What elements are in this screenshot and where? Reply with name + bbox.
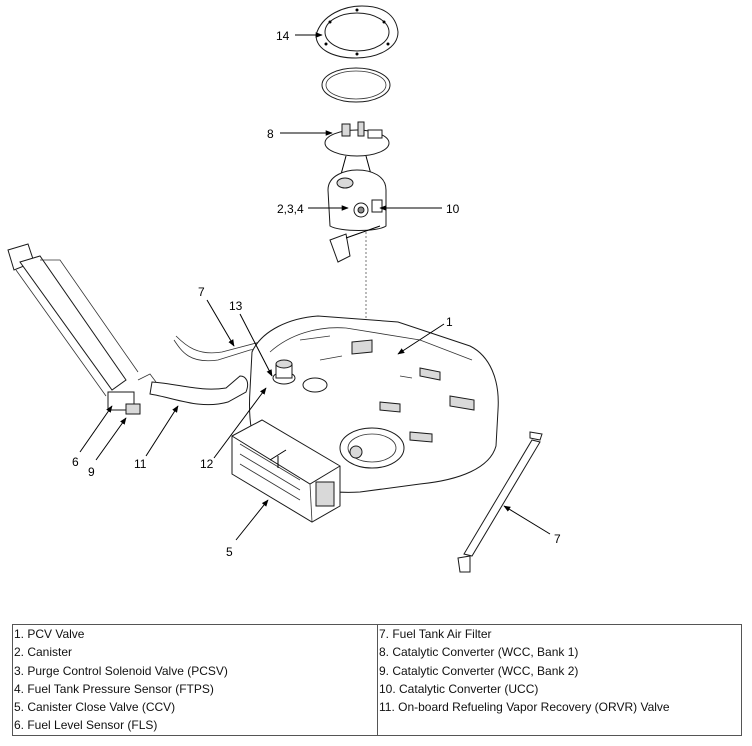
legend-item: 9. Catalytic Converter (WCC, Bank 2): [379, 663, 579, 678]
air-filter-rod: [457, 431, 543, 573]
canister: [231, 419, 341, 523]
callout-9: 9: [88, 465, 95, 479]
legend-item: 3. Purge Control Solenoid Valve (PCSV): [14, 663, 228, 678]
callout-10: 10: [446, 202, 460, 216]
legend-item: 1. PCV Valve: [14, 627, 85, 641]
callout-7a: 7: [198, 285, 205, 299]
gasket: [321, 67, 391, 103]
legend-item: 2. Canister: [14, 645, 73, 660]
callout-8: 8: [267, 127, 274, 141]
orvr-valve: [107, 373, 157, 415]
callout-14: 14: [276, 29, 290, 43]
legend-column-right: 7. Fuel Tank Air Filter 8. Catalytic Con…: [378, 625, 741, 735]
legend-item: 11. On-board Refueling Vapor Recovery (O…: [379, 700, 670, 715]
pcv-valve: [272, 359, 296, 385]
vapor-hose: [149, 335, 291, 406]
fuel-pump-module: [324, 121, 390, 263]
parts-legend-table: 1. PCV Valve 2. Canister 3. Purge Contro…: [12, 624, 742, 736]
callout-12: 12: [200, 457, 214, 471]
legend-item: 7. Fuel Tank Air Filter: [379, 627, 492, 641]
leader-lines: [79, 32, 551, 541]
callout-5: 5: [226, 545, 233, 559]
callout-7b: 7: [554, 532, 561, 546]
legend-item: 5. Canister Close Valve (CCV): [14, 700, 176, 715]
tank-ring: [315, 5, 399, 59]
legend-item: 8. Catalytic Converter (WCC, Bank 1): [379, 645, 579, 660]
legend-item: 6. Fuel Level Sensor (FLS): [14, 718, 158, 733]
callout-6: 6: [72, 455, 79, 469]
legend-item: 4. Fuel Tank Pressure Sensor (FTPS): [14, 681, 214, 696]
fuel-system-diagram: 14 8 2,3,4 10 7 13 1 6 9 11 12 5 7: [7, 5, 561, 573]
callout-13: 13: [229, 299, 243, 313]
legend-column-left: 1. PCV Valve 2. Canister 3. Purge Contro…: [13, 625, 378, 735]
callout-1: 1: [446, 315, 453, 329]
callout-234: 2,3,4: [277, 202, 304, 216]
legend-item: 10. Catalytic Converter (UCC): [379, 681, 539, 696]
callout-11: 11: [134, 457, 147, 471]
filler-neck: [7, 243, 139, 397]
